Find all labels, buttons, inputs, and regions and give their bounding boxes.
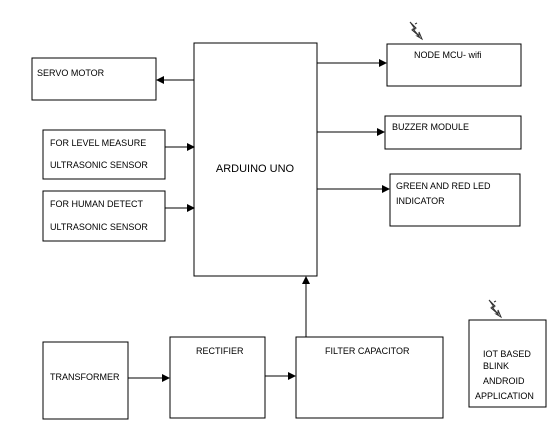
level-sensor-block: FOR LEVEL MEASURE ULTRASONIC SENSOR: [42, 129, 166, 180]
iot-app-label-line1: IOT BASED: [483, 349, 531, 359]
rectifier-block: RECTIFIER: [169, 336, 266, 419]
servo-motor-label: SERVO MOTOR: [37, 68, 105, 78]
iot-app-label-line3: ANDROID: [483, 376, 525, 386]
transformer-label: TRANSFORMER: [50, 372, 120, 382]
buzzer-block: BUZZER MODULE: [384, 115, 522, 150]
nodemcu-label: NODE MCU- wifi: [414, 50, 482, 60]
led-label-line2: INDICATOR: [396, 196, 445, 206]
led-indicator-block: GREEN AND RED LED INDICATOR: [389, 173, 521, 227]
led-label-line1: GREEN AND RED LED: [396, 181, 491, 191]
iot-app-block: IOT BASED BLINK ANDROID APPLICATION: [468, 319, 547, 408]
human-sensor-label-line1: FOR HUMAN DETECT: [50, 199, 143, 209]
human-sensor-block: FOR HUMAN DETECT ULTRASONIC SENSOR: [42, 190, 166, 242]
lightning-bolt-icon: [409, 21, 424, 41]
rectifier-label: RECTIFIER: [196, 346, 244, 356]
iot-app-label-line2: BLINK: [483, 361, 509, 371]
buzzer-label: BUZZER MODULE: [392, 122, 469, 132]
level-sensor-label-line2: ULTRASONIC SENSOR: [50, 160, 148, 170]
iot-app-label-line4: APPLICATION: [475, 391, 534, 401]
level-sensor-label-line1: FOR LEVEL MEASURE: [50, 138, 146, 148]
human-sensor-label-line2: ULTRASONIC SENSOR: [50, 222, 148, 232]
lightning-bolt-icon: [488, 299, 503, 319]
filter-capacitor-label: FILTER CAPACITOR: [325, 346, 410, 356]
servo-motor-block: SERVO MOTOR: [31, 57, 157, 101]
transformer-block: TRANSFORMER: [42, 341, 129, 420]
arduino-uno-label: ARDUINO UNO: [216, 163, 295, 175]
nodemcu-block: NODE MCU- wifi: [386, 43, 522, 87]
filter-capacitor-block: FILTER CAPACITOR: [295, 336, 444, 419]
arduino-uno-block: ARDUINO UNO: [193, 42, 318, 277]
